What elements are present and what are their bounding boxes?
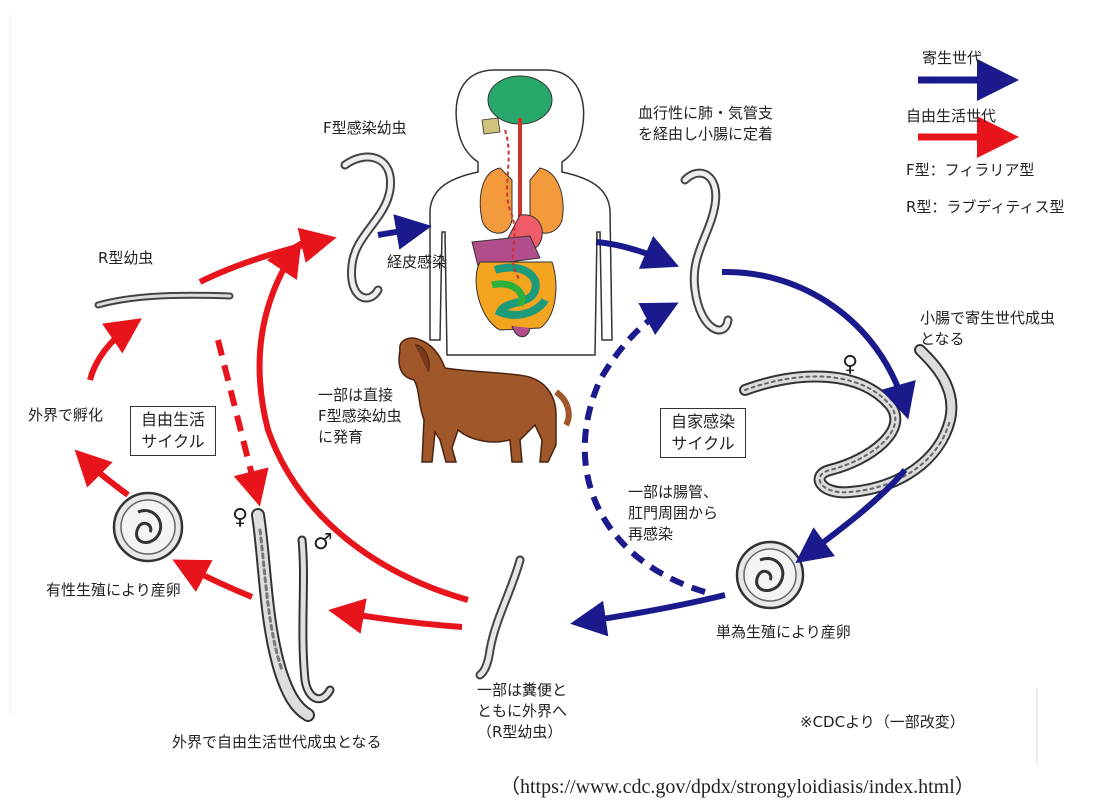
free-living-egg: [114, 493, 182, 561]
human-body-illustration: [430, 70, 612, 355]
dog-illustration: [399, 338, 569, 462]
arrow-r-larva-to-f-larva: [200, 240, 325, 282]
arrow-larva-to-adult: [340, 612, 462, 627]
label-r-larva: R型幼虫: [98, 248, 153, 269]
male-symbol-free-living: ♂: [313, 530, 333, 555]
label-free-living-adult: 外界で自由生活世代成虫となる: [172, 732, 382, 753]
label-percutaneous: 経皮感染: [387, 252, 447, 273]
source-url: （https://www.cdc.gov/dpdx/strongyloidias…: [500, 770, 975, 799]
label-cdc-note: ※CDCより（一部改変）: [800, 712, 965, 733]
label-hatch: 外界で孵化: [28, 405, 103, 426]
label-direct-development: 一部は直接 F型感染幼虫 に発育: [318, 385, 402, 448]
arrow-egg-to-larva: [582, 595, 725, 622]
legend-f-type: F型：フィラリア型: [906, 160, 1034, 181]
box-free-living-cycle: 自由生活 サイクル: [130, 406, 216, 456]
female-symbol-free-living: ♀: [232, 505, 248, 530]
parasitic-egg: [737, 542, 803, 608]
arrow-r-larva-to-adult-dashed: [218, 340, 257, 495]
label-f-larva: F型感染幼虫: [323, 118, 407, 139]
legend-r-type: R型：ラブディティス型: [906, 197, 1064, 218]
label-blood-route: 血行性に肺・気管支 を経由し小腸に定着: [638, 103, 773, 145]
migrating-larva-worm: [685, 173, 728, 330]
label-feces: 一部は糞便と ともに外界へ （R型幼虫）: [477, 680, 567, 743]
arrow-egg-to-hatch: [83, 458, 128, 495]
legend-parasitic-label: 寄生世代: [922, 48, 982, 69]
label-small-intestine: 小腸で寄生世代成虫 となる: [920, 308, 1055, 350]
label-parthenogenesis: 単為生殖により産卵: [716, 622, 851, 643]
arrow-hatch-to-r-larva: [90, 325, 132, 380]
female-symbol-parasitic: ♀: [842, 352, 858, 377]
arrow-percutaneous-infection: [378, 228, 420, 235]
box-autoinfection-cycle: 自家感染 サイクル: [660, 408, 746, 458]
label-reinfection: 一部は腸管、 肛門周囲から 再感染: [628, 482, 718, 545]
legend-free-living-label: 自由生活世代: [906, 106, 996, 127]
label-sexual-reproduction: 有性生殖により産卵: [46, 580, 181, 601]
arrow-adult-to-egg: [183, 565, 252, 597]
